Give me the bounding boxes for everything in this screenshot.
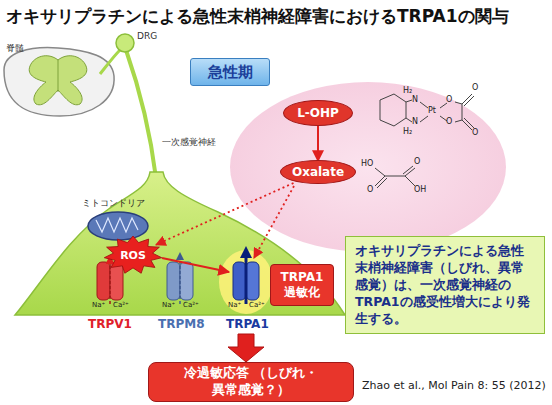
nerve-label: 一次感覚神経 bbox=[162, 138, 216, 148]
node-text: オキサリプラチンによる急性末梢神経障害（しびれ、異常感覚）は、一次感覚神経のTR… bbox=[355, 243, 535, 327]
channel-name: TRPA1 bbox=[226, 318, 269, 331]
output-arrow bbox=[228, 334, 264, 362]
connector bbox=[317, 125, 319, 161]
organelle-label: ミトコンドリア bbox=[82, 199, 145, 209]
node-text: ROS bbox=[120, 249, 146, 262]
atom-label: O bbox=[414, 158, 420, 167]
sensitization-box: TRPA1 過敏化 bbox=[270, 264, 334, 306]
atom-label: O bbox=[367, 186, 373, 195]
atom-label: HO bbox=[361, 160, 373, 169]
trpa1-channel bbox=[219, 246, 273, 314]
atom-label: H₂ bbox=[403, 128, 412, 137]
node-text: Oxalate bbox=[292, 165, 344, 179]
oxalate-trpa1-arrow bbox=[254, 186, 294, 258]
channel-name: TRPV1 bbox=[88, 318, 132, 331]
atom-label: O bbox=[446, 96, 452, 105]
atom-label: O bbox=[472, 129, 478, 138]
citation: Zhao et al., Mol Pain 8: 55 (2012) bbox=[362, 380, 546, 392]
atom-label: N bbox=[412, 118, 418, 127]
ion-label: Na⁺ bbox=[162, 302, 175, 310]
ion-label: Ca²⁺ bbox=[113, 302, 129, 310]
atom-label: O bbox=[472, 84, 478, 93]
organ-label: 脊髄 bbox=[6, 44, 24, 54]
atom-label: O bbox=[446, 118, 452, 127]
neuron-terminal bbox=[15, 172, 345, 315]
drug-oval: L-OHP bbox=[283, 100, 353, 126]
spinal-cord bbox=[4, 48, 114, 116]
title: オキサリプラチンによる急性末梢神経障害におけるTRPA1の関与 bbox=[6, 5, 509, 28]
drg bbox=[116, 34, 134, 52]
ion-label: Ca²⁺ bbox=[183, 302, 199, 310]
metabolite-oval: Oxalate bbox=[280, 160, 356, 184]
node-text: 冷過敏応答 （しびれ・異常感覚？） bbox=[149, 365, 353, 399]
atom-label: Pt bbox=[428, 107, 436, 116]
ion-label: Na⁺ bbox=[228, 302, 241, 310]
mitochondria bbox=[88, 212, 148, 240]
ion-label: Na⁺ bbox=[92, 302, 105, 310]
atom-label: H₂ bbox=[403, 87, 412, 96]
root bbox=[100, 50, 120, 74]
atom-label: OH bbox=[414, 186, 426, 195]
ros-star: ROS bbox=[104, 236, 162, 274]
oxaliplatin-structure bbox=[380, 94, 474, 130]
channel-name: TRPM8 bbox=[158, 318, 205, 331]
phase-box: 急性期 bbox=[190, 58, 270, 86]
conclusion-box: オキサリプラチンによる急性末梢神経障害（しびれ、異常感覚）は、一次感覚神経のTR… bbox=[345, 236, 545, 334]
oxalic-acid-structure bbox=[375, 166, 415, 188]
ion-label: Ca²⁺ bbox=[249, 302, 265, 310]
ros-arrow bbox=[162, 258, 229, 272]
ganglion-label: DRG bbox=[137, 32, 157, 42]
atom-label: N bbox=[412, 96, 418, 105]
node-text: L-OHP bbox=[297, 106, 339, 120]
axon bbox=[126, 50, 156, 178]
node-text: TRPA1 過敏化 bbox=[271, 270, 333, 300]
connector bbox=[156, 183, 294, 245]
node-text: 急性期 bbox=[208, 63, 253, 82]
response-box: 冷過敏応答 （しびれ・異常感覚？） bbox=[148, 362, 354, 402]
